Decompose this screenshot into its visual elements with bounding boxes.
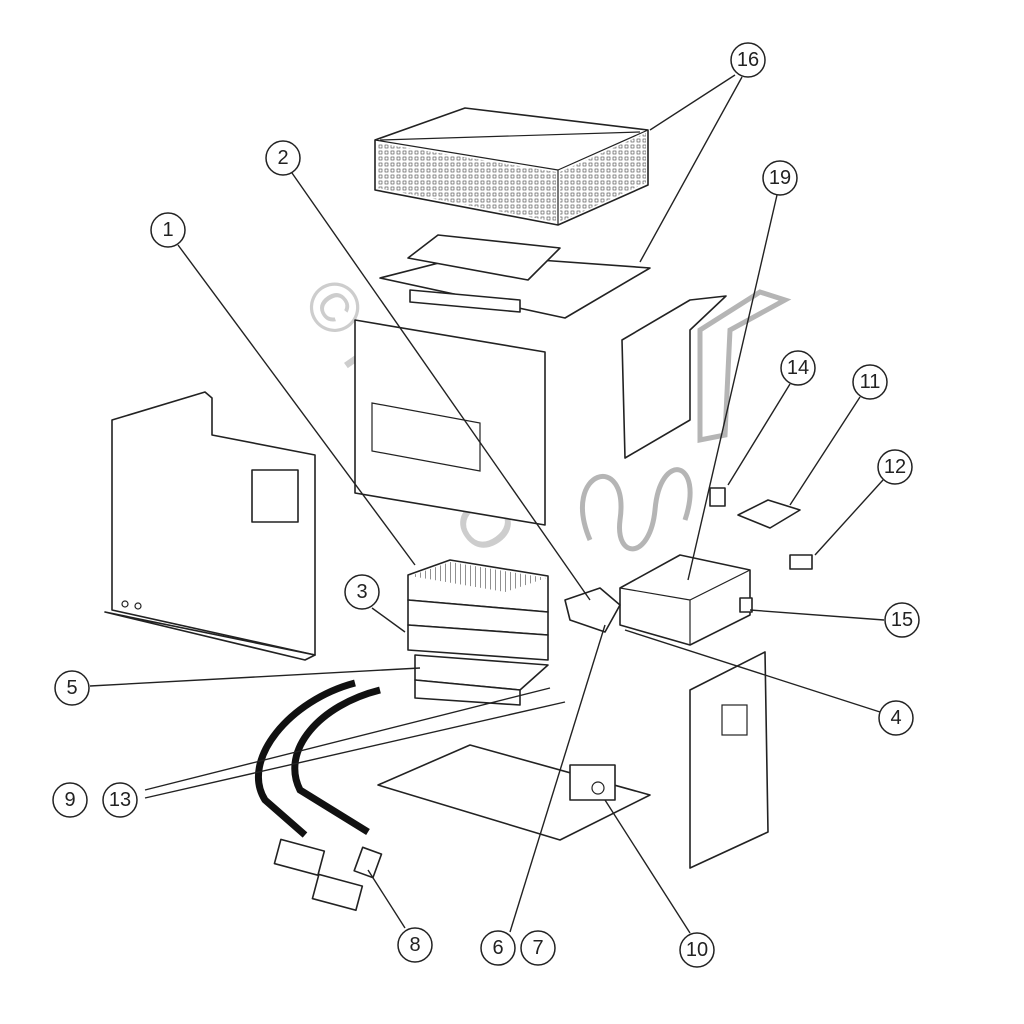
top-cover-part [374, 107, 649, 226]
svg-text:16: 16 [737, 49, 759, 71]
flue-plate-part [379, 234, 651, 319]
callout-16: 16 [730, 42, 766, 78]
callout-14: 14 [780, 350, 816, 386]
svg-text:8: 8 [409, 934, 420, 956]
callout-7: 7 [520, 930, 556, 966]
callout-11: 11 [852, 364, 888, 400]
svg-text:19: 19 [769, 167, 791, 189]
callout-13: 13 [102, 782, 138, 818]
gas-hoses-part [255, 679, 383, 912]
callout-12: 12 [877, 449, 913, 485]
heat-exchanger-part [407, 559, 549, 706]
callout-4: 4 [878, 700, 914, 736]
svg-text:12: 12 [884, 456, 906, 478]
callout-19: 19 [762, 160, 798, 196]
side-panel-part [621, 289, 792, 459]
svg-text:5: 5 [66, 677, 77, 699]
callout-2: 2 [265, 140, 301, 176]
callout-3: 3 [344, 574, 380, 610]
svg-text:4: 4 [890, 707, 901, 729]
callout-6: 6 [480, 930, 516, 966]
leader-lines [89, 74, 885, 934]
svg-text:9: 9 [64, 789, 75, 811]
callout-1: 1 [150, 212, 186, 248]
left-casing-part [104, 391, 316, 661]
base-plate-part [377, 744, 651, 841]
svg-text:10: 10 [686, 939, 708, 961]
callout-8: 8 [397, 927, 433, 963]
svg-text:6: 6 [492, 937, 503, 959]
back-panel-part [354, 319, 546, 526]
front-door-part [689, 651, 769, 869]
svg-text:1: 1 [162, 219, 173, 241]
svg-text:14: 14 [787, 357, 809, 379]
svg-text:3: 3 [356, 581, 367, 603]
callout-5: 5 [54, 670, 90, 706]
svg-text:7: 7 [532, 937, 543, 959]
svg-text:11: 11 [860, 371, 881, 393]
svg-text:15: 15 [891, 609, 913, 631]
callout-15: 15 [884, 602, 920, 638]
callout-10: 10 [679, 932, 715, 968]
svg-text:13: 13 [109, 789, 131, 811]
small-parts [709, 487, 813, 613]
callout-9: 9 [52, 782, 88, 818]
svg-text:2: 2 [277, 147, 288, 169]
control-box-part [564, 467, 751, 646]
